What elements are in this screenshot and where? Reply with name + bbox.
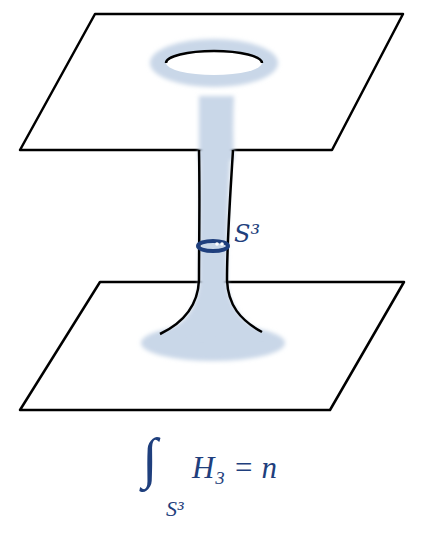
integral-sign: ∫ [142, 430, 157, 486]
sphere-ring [198, 241, 228, 251]
hole-edge [166, 51, 262, 63]
hole [166, 51, 262, 75]
formula-text: H₃ = n [192, 452, 277, 483]
ring-dot [220, 242, 224, 246]
tube-right-edge [227, 150, 262, 332]
integral-domain: S³ [166, 498, 184, 520]
ring-label: S³ [234, 222, 260, 246]
top-halo [150, 39, 278, 87]
ring-dot [215, 242, 219, 246]
tube-upper [199, 96, 234, 160]
tube-left-edge [160, 150, 199, 334]
